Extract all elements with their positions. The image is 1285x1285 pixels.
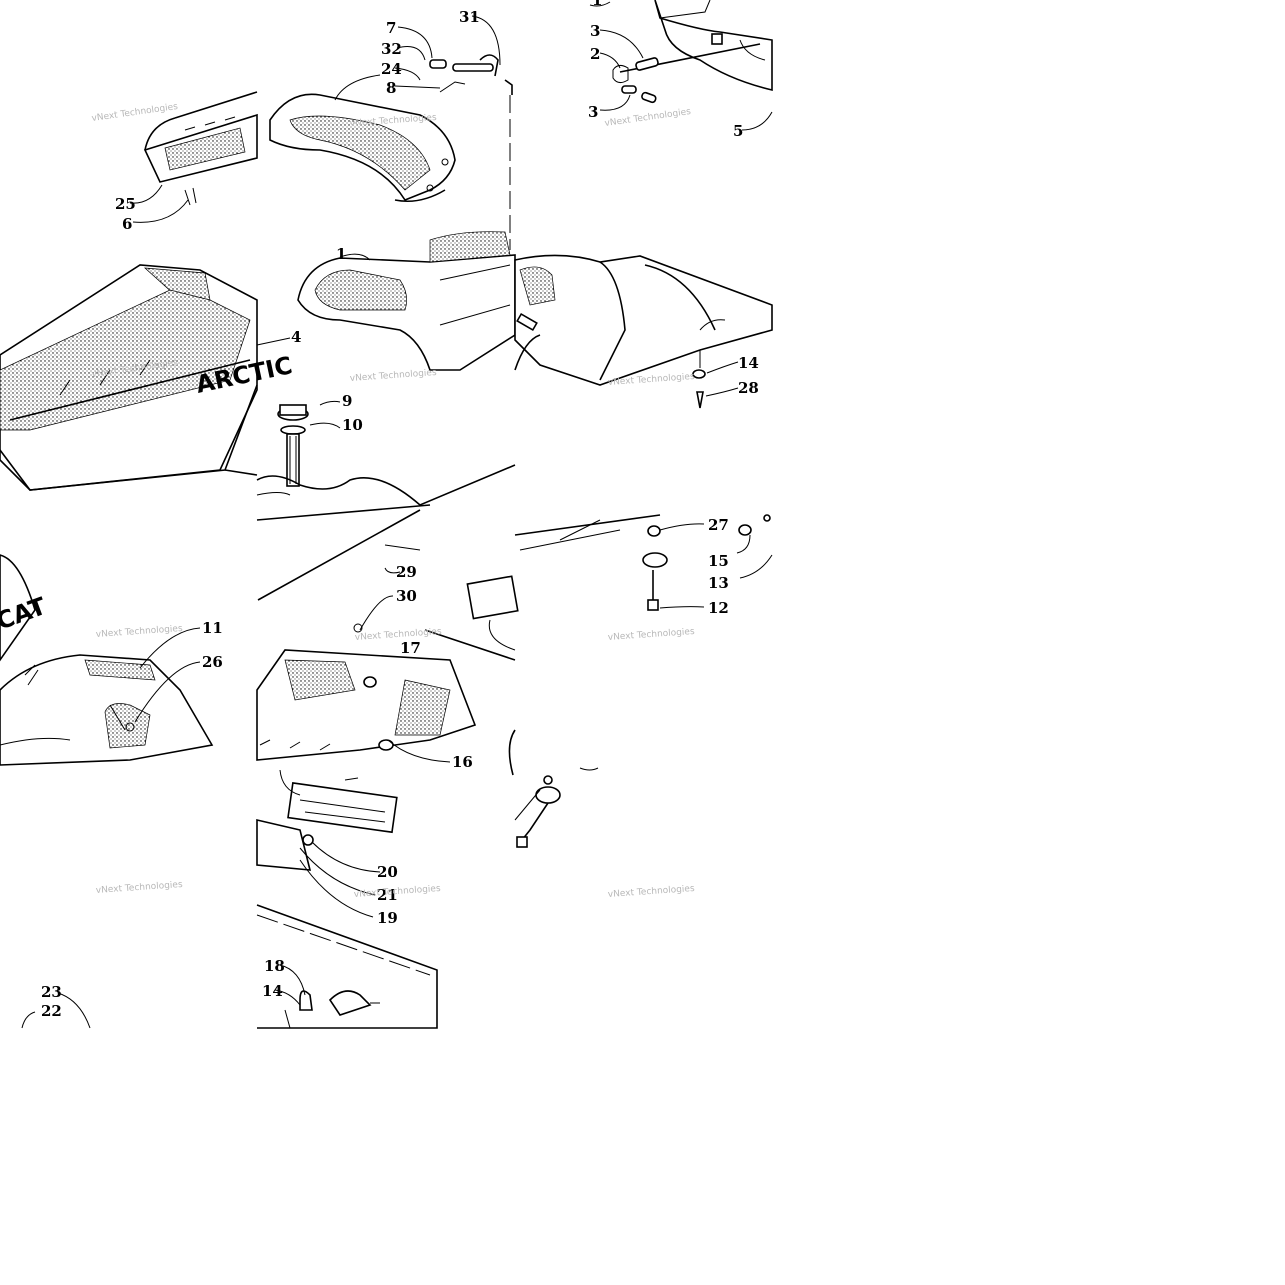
watermark-9: vNext Technologies (608, 627, 696, 643)
callout-1-seat: 1 (336, 245, 346, 263)
callout-20: 20 (377, 863, 398, 881)
callout-29: 29 (396, 563, 417, 581)
callout-27: 27 (708, 516, 729, 534)
callout-6: 6 (122, 215, 132, 233)
callout-26: 26 (202, 653, 223, 671)
callout-21: 21 (377, 886, 398, 904)
seat-front-tile (256, 231, 516, 506)
callout-28: 28 (738, 379, 759, 397)
seat-back-cushion-tile (269, 15, 513, 250)
callout-10: 10 (342, 416, 363, 434)
callout-7: 7 (386, 19, 396, 37)
watermark-8: vNext Technologies (355, 627, 443, 643)
rear-cowl-tile (514, 254, 773, 409)
callout-19: 19 (377, 909, 398, 927)
callout-31: 31 (459, 8, 480, 26)
callout-13: 13 (708, 574, 729, 592)
callout-16: 16 (452, 753, 473, 771)
watermarks: vNext Technologies vNext Technologies vN… (91, 102, 695, 900)
callout-3-lower: 3 (588, 103, 598, 121)
callout-4: 4 (291, 328, 301, 346)
watermark-1: vNext Technologies (91, 102, 179, 124)
callout-12: 12 (708, 599, 729, 617)
callout-1-top: 1 (592, 0, 602, 9)
callout-22: 22 (41, 1002, 62, 1020)
callout-18: 18 (264, 957, 285, 975)
callout-25: 25 (115, 195, 136, 213)
watermark-3: vNext Technologies (604, 107, 692, 129)
callout-23: 23 (41, 983, 62, 1001)
callout-14-lower: 14 (262, 982, 283, 1000)
callout-30: 30 (396, 587, 417, 605)
callout-2: 2 (590, 45, 600, 63)
callout-8: 8 (386, 79, 396, 97)
watermark-12: vNext Technologies (608, 884, 696, 900)
callout-14-upper: 14 (738, 354, 759, 372)
callout-32: 32 (381, 40, 402, 58)
callout-5: 5 (733, 122, 743, 140)
hood-mount-tile (424, 514, 773, 848)
seat-tile: ARCTIC (0, 264, 295, 491)
callout-15: 15 (708, 552, 729, 570)
storage-box-tile (256, 504, 477, 918)
seat-rear-tile (129, 91, 258, 223)
callout-labels: 7 31 32 24 8 1 3 2 3 5 25 6 1 4 14 28 9 … (41, 0, 759, 1020)
callout-17: 17 (400, 639, 421, 657)
callout-24: 24 (381, 60, 402, 78)
watermark-7: vNext Technologies (96, 624, 184, 640)
watermark-10: vNext Technologies (96, 880, 184, 896)
callout-9: 9 (342, 392, 352, 410)
hood-tile: CAT (0, 554, 214, 766)
callout-11: 11 (202, 619, 223, 637)
seat-mount-tile (589, 0, 773, 131)
watermark-5: vNext Technologies (350, 368, 438, 384)
callout-3-upper: 3 (590, 22, 600, 40)
lower-parts-tile (21, 904, 438, 1029)
